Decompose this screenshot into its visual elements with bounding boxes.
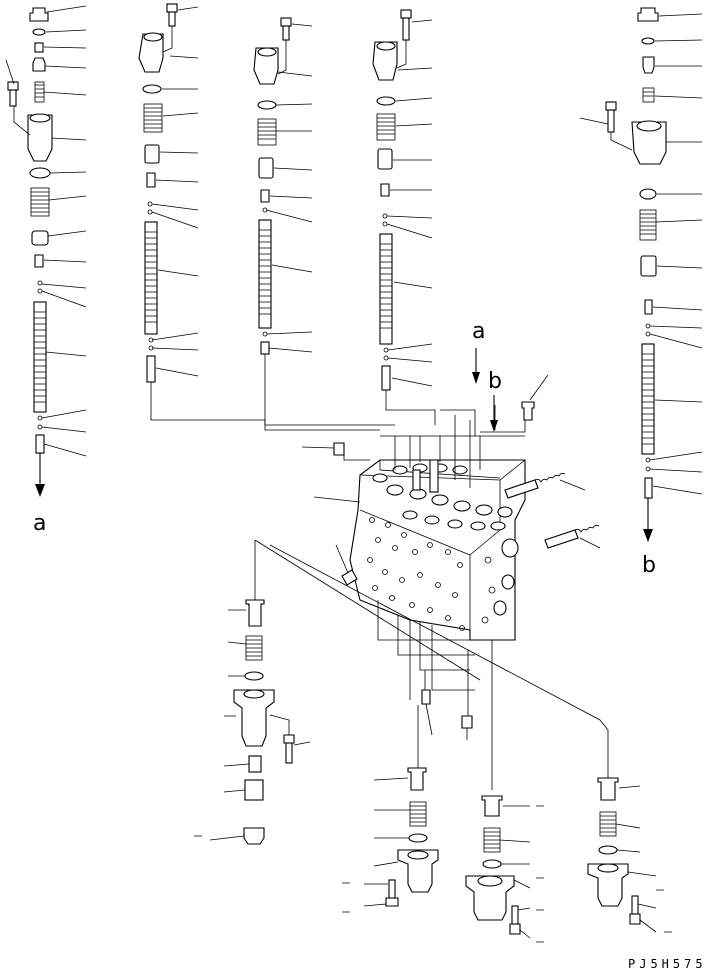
spool-stack-5 [579,7,703,542]
marker-a-left: a [33,511,46,536]
lower-stack-right [587,777,657,933]
marker-b-right: b [642,553,656,578]
marker-b-block: b [488,369,502,394]
spool-stack-2 [138,3,380,431]
control-valve-block [247,348,609,790]
marker-a-block: a [472,319,485,344]
spool-stack-1 [5,5,87,497]
spool-stack-3 [253,17,395,426]
lower-stack-mid-right [465,795,531,939]
drawing-code: PJ5H575 [628,957,707,971]
lower-stack-left [209,599,311,845]
spool-stack-4 [372,9,436,425]
lower-stack-mid-left [363,767,439,907]
